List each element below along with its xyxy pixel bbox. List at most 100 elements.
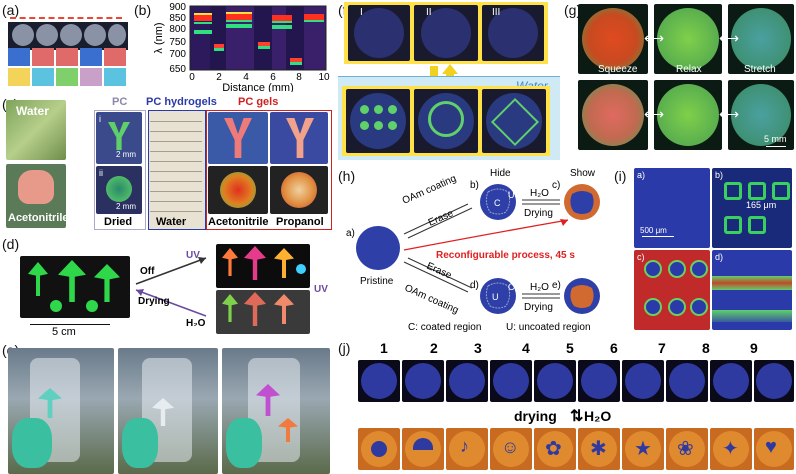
j-num-8: 8 (702, 340, 710, 356)
j-top-1 (358, 360, 400, 402)
f-disk-iii: III (482, 5, 544, 61)
j-bottom-4: ☺ (490, 428, 532, 470)
d-uv2: UV (314, 284, 328, 295)
j-bottom-row: ♪ ☺ ✿ ✱ ★ ❀ ✦ ♥ (358, 428, 794, 472)
h-show: Show (570, 168, 596, 179)
b-xtick-5: 10 (318, 72, 330, 83)
panel-d-label: (d) (2, 236, 20, 252)
g-stretch-bottom (728, 80, 794, 150)
b-xtick-2: 4 (243, 72, 249, 83)
j-top-6 (578, 360, 620, 402)
h-oam2: OAm coating (403, 283, 460, 317)
panel-i-label: (i) (614, 168, 627, 184)
water-leaf-photo: Water (6, 100, 66, 160)
j-drying: drying (514, 408, 557, 424)
h-a: a) (346, 228, 355, 239)
g-scale-text: 5 mm (764, 134, 787, 144)
scale-bar-d (30, 324, 110, 325)
h-c-mark: C (494, 198, 501, 208)
d-scale-text: 5 cm (52, 326, 76, 338)
b-xtick-4: 8 (296, 72, 302, 83)
j-top-9 (710, 360, 752, 402)
pc-ii-photo: ii 2 mm (96, 166, 142, 214)
j-h2o: H₂O (584, 408, 612, 424)
j-bottom-2 (402, 428, 444, 470)
panel-b-label: (b) (134, 2, 152, 18)
panel-i: (i) a) 500 μm b) 165 μm c) d) (612, 164, 796, 334)
j-bottom-5: ✿ (534, 428, 576, 470)
j-num-1: 1 (380, 340, 388, 356)
b-xtick-1: 2 (216, 72, 222, 83)
j-top-10 (754, 360, 794, 402)
j-bottom-8: ❀ (666, 428, 708, 470)
j-bottom-6: ✱ (578, 428, 620, 470)
g-squeeze-text: Squeeze (598, 64, 638, 75)
h-drying2: Drying (524, 302, 553, 313)
j-num-9: 9 (750, 340, 758, 356)
panel-c: (c) Water Acetonitrile PC PC hydrogels P… (0, 96, 334, 232)
b-ylabel: λ (nm) (153, 22, 165, 53)
h-reconf: Reconfigurable process, 45 s (436, 250, 575, 261)
b-xlabel: Distance (mm) (222, 82, 294, 92)
panel-j-label: (j) (338, 340, 351, 356)
panel-h: (h) a) Pristine Hide Show b) C U c) d) C… (338, 164, 614, 338)
b-ytick-2: 800 (169, 24, 186, 35)
h-drying1: Drying (524, 208, 553, 219)
pc-gels-header: PC gels (238, 96, 279, 108)
d-off: Off (140, 266, 155, 277)
h-legend-u: U: uncoated region (506, 322, 591, 333)
acetonitrile-col-label: Acetonitrile (208, 216, 269, 228)
spectrum-map: 900 850 800 750 700 650 λ (nm) 0 2 4 6 8… (153, 2, 330, 92)
panel-b: (b) 900 850 800 750 700 650 λ (nm) 0 (134, 0, 334, 92)
double-arrow-4: ⟷ (719, 106, 740, 122)
j-numbers: 1 2 3 4 5 6 7 8 9 (338, 338, 796, 362)
b-ytick-5: 650 (169, 64, 186, 75)
b-xtick-3: 6 (270, 72, 276, 83)
f-top-frame: I II III (344, 2, 548, 64)
h-b: b) (470, 180, 479, 191)
d-arrows: Off UV Drying H₂O (135, 250, 207, 326)
g-relax-top (654, 4, 722, 74)
panel-h-label: (h) (338, 168, 356, 184)
g-squeeze-top (578, 4, 648, 74)
f-disk-i: I (348, 5, 410, 61)
panel-a-label: (a) (2, 2, 20, 18)
j-eq-arrows: ⇅ (570, 408, 584, 425)
acetonitrile-y-photo (208, 112, 268, 164)
pc-box (94, 110, 146, 230)
phone-case-photo-1 (8, 348, 114, 474)
panel-g-label: (g) (564, 2, 582, 18)
b-ytick-4: 700 (169, 49, 186, 60)
propanol-disk-photo (270, 166, 328, 214)
acetonitrile-butterfly-photo: Acetonitrile (6, 164, 69, 228)
h-u-mark-2: U (492, 292, 499, 302)
j-bottom-9: ✦ (710, 428, 752, 470)
f-water-disk-2 (414, 89, 478, 153)
uv-trees-photo (216, 244, 310, 288)
h-legend-c: C: coated region (408, 322, 481, 333)
f-bottom-frame (342, 86, 550, 156)
j-num-7: 7 (658, 340, 666, 356)
h-d: d) (470, 280, 479, 291)
g-relax-bottom (654, 80, 722, 150)
pc-hydrogels-header: PC hydrogels (146, 96, 217, 108)
j-top-7 (622, 360, 664, 402)
h-erase1: Erase (427, 208, 456, 229)
h-h2o1: H₂O (530, 188, 549, 199)
j-top-3 (446, 360, 488, 402)
b-ytick-1: 850 (169, 13, 186, 24)
arrow-line (10, 17, 122, 19)
phone-case-photo-3 (222, 348, 330, 474)
d-h2o: H₂O (186, 318, 206, 326)
j-bottom-1 (358, 428, 400, 470)
j-bottom-10: ♥ (754, 428, 794, 470)
dry-trees-photo (20, 256, 130, 318)
h-diagram: a) Pristine Hide Show b) C U c) d) C U e… (346, 168, 600, 333)
i-b-image: b) 165 μm (712, 168, 792, 248)
double-arrow-3: ⟷ (644, 106, 665, 122)
j-num-6: 6 (610, 340, 618, 356)
h-u-mark: U (508, 190, 515, 200)
j-top-5 (534, 360, 576, 402)
panel-j: (j) 1 2 3 4 5 6 7 8 9 drying ⇅ H₂O ♪ ☺ ✿… (338, 338, 796, 474)
g-stretch-top (728, 4, 794, 74)
